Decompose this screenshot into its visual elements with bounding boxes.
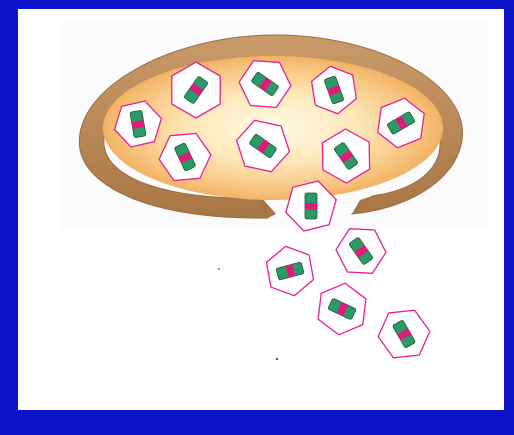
speck: [276, 358, 278, 360]
particle: [257, 238, 323, 303]
particle: [373, 301, 435, 367]
pill-icon: [305, 193, 317, 219]
particle: [316, 280, 367, 337]
speck: [218, 268, 220, 270]
